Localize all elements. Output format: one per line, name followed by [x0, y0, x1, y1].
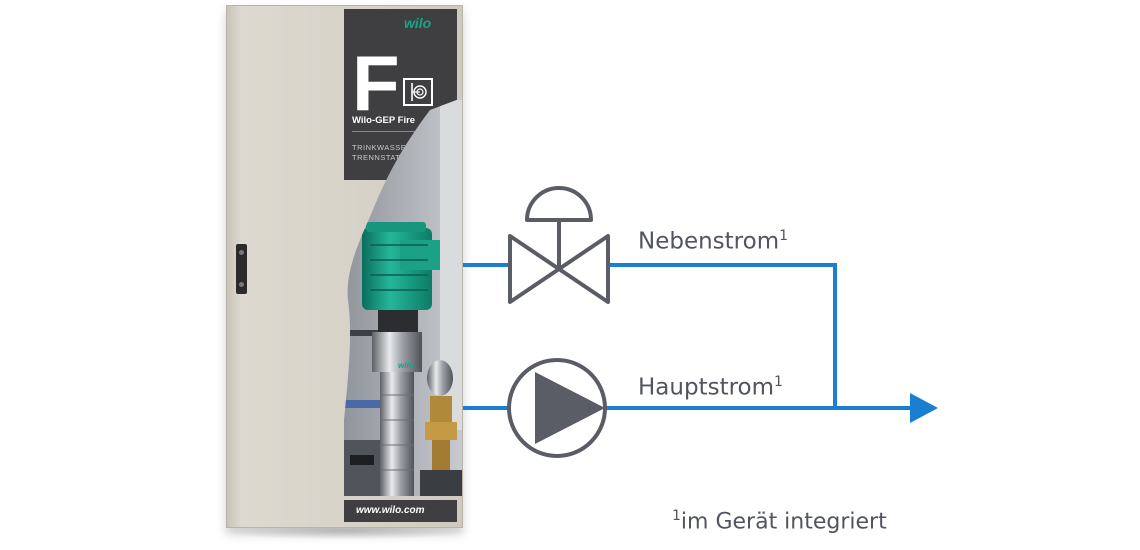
- pump-brand-label: wilo: [398, 361, 414, 370]
- website-url: www.wilo.com: [356, 505, 425, 516]
- pump-unit-view: [344, 98, 462, 496]
- url-bar: [344, 500, 457, 522]
- footnote: 1im Gerät integriert: [672, 508, 887, 535]
- bypass-pipe-outlet: [608, 263, 837, 408]
- product-name: Wilo-GEP Fire: [352, 115, 416, 126]
- brand-logo: wilo: [404, 15, 432, 31]
- handle-screw: [239, 250, 244, 255]
- product-subtitle: TRENNSTATI: [352, 153, 403, 162]
- fire-hose-icon: [403, 78, 433, 106]
- flow-direction-arrow-icon: [910, 393, 938, 423]
- handle-screw: [239, 282, 244, 287]
- panel-divider: [352, 131, 457, 132]
- control-valve-icon: [508, 186, 610, 304]
- product-subtitle: TRINKWASSE: [352, 143, 407, 152]
- door-handle: [236, 244, 247, 294]
- bypass-label: Nebenstrom1: [638, 228, 789, 255]
- pump-icon: [507, 358, 607, 458]
- main-flow-label: Hauptstrom1: [638, 374, 783, 401]
- product-letter: F: [352, 39, 400, 127]
